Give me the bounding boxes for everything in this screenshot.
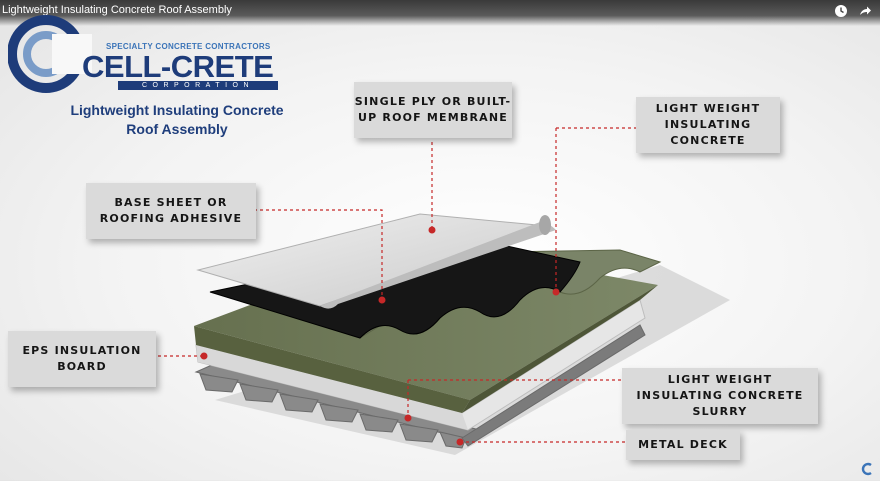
label-lightweight-insulating-concrete: LIGHT WEIGHT INSULATING CONCRETE xyxy=(636,97,780,153)
leader-lic xyxy=(555,127,636,292)
share-icon[interactable] xyxy=(858,4,872,18)
logo-tagline: SPECIALTY CONCRETE CONTRACTORS xyxy=(106,42,271,51)
eps-board-edge xyxy=(196,345,468,430)
subtitle-line-1: Lightweight Insulating Concrete xyxy=(70,102,284,118)
base-sheet xyxy=(209,237,581,339)
logo-wordmark: CELL-CRETE xyxy=(82,49,274,84)
logo-corporation: CORPORATION xyxy=(118,81,278,90)
leader-dots xyxy=(200,226,560,446)
leader-slurry xyxy=(407,379,622,418)
membrane-roll xyxy=(320,222,556,309)
concrete-slab-side xyxy=(462,285,658,413)
leader-lines xyxy=(158,127,636,443)
concrete-slab-front xyxy=(194,326,470,413)
video-title: Lightweight Insulating Concrete Roof Ass… xyxy=(2,4,232,16)
leader-base-sheet xyxy=(254,209,383,300)
video-title-bar: Lightweight Insulating Concrete Roof Ass… xyxy=(0,0,880,26)
corner-logo-icon xyxy=(860,462,874,476)
label-base-sheet: BASE SHEET OR ROOFING ADHESIVE xyxy=(86,183,256,239)
clock-icon[interactable] xyxy=(834,4,848,18)
label-metal-deck: METAL DECK xyxy=(626,430,740,460)
subtitle-line-2: Roof Assembly xyxy=(126,121,228,137)
company-logo: SPECIALTY CONCRETE CONTRACTORS CELL-CRET… xyxy=(8,14,298,94)
membrane-roll-end xyxy=(539,215,551,235)
label-lic-slurry: LIGHT WEIGHT INSULATING CONCRETE SLURRY xyxy=(622,368,818,424)
label-eps-insulation-board: EPS INSULATION BOARD xyxy=(8,331,156,387)
diagram-subtitle: Lightweight Insulating Concrete Roof Ass… xyxy=(66,101,288,139)
label-roof-membrane: SINGLE PLY OR BUILT-UP ROOF MEMBRANE xyxy=(354,82,512,138)
